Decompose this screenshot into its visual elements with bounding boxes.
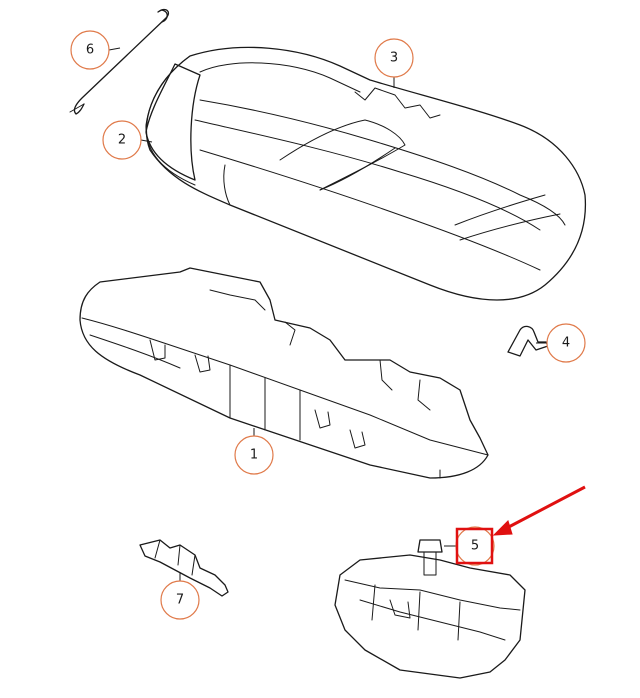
svg-text:2: 2 [118,133,126,148]
callout-6: 6 [70,30,110,70]
svg-text:5: 5 [471,539,479,554]
seat-frame [79,267,489,479]
tool-tray [334,539,526,679]
callout-4: 4 [546,323,586,363]
wire-rod [69,8,170,115]
highlight-arrow [492,485,586,536]
svg-text:7: 7 [176,593,184,608]
handle-bracket [507,325,549,357]
svg-text:1: 1 [250,448,258,463]
svg-text:6: 6 [86,43,94,58]
callout-2: 2 [102,120,142,160]
callout-3: 3 [374,38,414,78]
callout-7: 7 [160,580,200,620]
highlight-box [455,527,494,565]
svg-text:4: 4 [562,336,570,351]
seat-cushion-cover [145,46,587,301]
callout-5: 5 [455,526,495,566]
svg-text:3: 3 [390,51,398,66]
tool-strap [139,539,229,597]
callout-1: 1 [234,435,274,475]
